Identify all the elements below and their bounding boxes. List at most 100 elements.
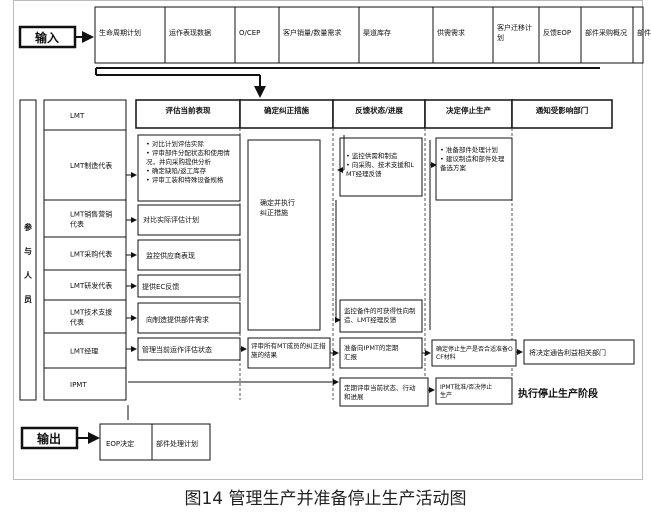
role-box: [43, 236, 127, 271]
participants-char: 参: [23, 222, 33, 232]
eval-support-box: [137, 302, 241, 334]
corrective-line: 确定并执行: [260, 198, 295, 207]
feedback-top-list: • 监控供需和制造• 向采购、技术支援和L MT经理反馈: [346, 151, 414, 178]
corrective-review-box: [247, 337, 331, 369]
decide-top-list: • 准备部件处理计划• 建议制造和部件处理 备选方案: [440, 145, 505, 172]
output-label: 输出: [37, 431, 61, 446]
roles-column: LMTLMT制造代表LMT销售营销代表LMT采购代表LMT研发代表LMT技术支援…: [43, 99, 127, 401]
role-label: IPMT: [70, 381, 87, 389]
stage-header-cell: [332, 99, 426, 129]
input-item: 反馈EOP: [543, 28, 571, 37]
eval-manufacturing-list: • 对比计划评估实际• 评审部件分配状态和使用情 况，并向采购提供分析• 确定缺…: [146, 139, 230, 184]
notify-box: [523, 339, 635, 365]
corrective-line: 纠正措施: [260, 208, 288, 217]
output-item-parts-plan: 部件处理计划: [156, 439, 198, 448]
eval-mfg-line: 况，并向采购提供分析: [146, 157, 212, 166]
feedback-top-line: MT经理反馈: [346, 169, 382, 178]
role-box: [43, 129, 127, 201]
eval-mfg-line: • 评审工装和特殊设备规格: [146, 175, 224, 184]
eval-purchase-text: 监控供应商表现: [146, 251, 195, 260]
role-label: LMT研发代表: [70, 281, 112, 290]
eval-sales-text: 对比实际评估计划: [143, 215, 199, 224]
participants-char: 员: [24, 295, 32, 304]
feedback-manager-line: 准备向IPMT的定期: [344, 343, 399, 352]
decide-manager-box: [431, 339, 517, 367]
feedback-mid-line: 监控备件的可获得性向制: [344, 306, 416, 315]
eval-mfg-line: • 对比计划评估实际: [146, 139, 204, 148]
decide-ipmt-line: 生产: [440, 391, 452, 399]
eval-mfg-line: • 确定缺陷/返工库存: [146, 166, 207, 175]
corrective-action-box: [247, 139, 321, 331]
input-item: O/CEP: [239, 29, 260, 37]
decide-ipmt-line: IPMT批准/否决停止: [440, 383, 492, 391]
feedback-top-line: • 监控供需和制造: [346, 151, 398, 160]
feedback-ipmt-line: 和进展: [344, 392, 364, 401]
eval-manufacturing-box: [137, 134, 241, 202]
role-label: LMT技术支援: [70, 308, 112, 317]
role-label: LMT制造代表: [70, 161, 112, 170]
participants-char: 人: [24, 270, 33, 280]
role-label: LMT采购代表: [70, 250, 112, 259]
notify-text: 将决定通告利益相关部门: [529, 348, 606, 357]
stage-label: 通知受影响部门: [536, 105, 589, 115]
output-item-eop: EOP决定: [106, 439, 134, 448]
role-label: LMT销售营销: [70, 210, 112, 219]
input-item: 客户迁移计: [497, 23, 532, 32]
eval-purchase-box: [137, 239, 241, 271]
role-box: [43, 367, 127, 401]
feedback-mid-box: [339, 299, 423, 333]
input-label: 输入: [35, 30, 59, 45]
stage-header: 评估当前表现 确定纠正措施 反馈状态/进展 决定停止生产 通知受影响部门: [135, 99, 613, 129]
input-item: 供需需求: [437, 28, 465, 37]
feedback-manager-line: 汇报: [344, 352, 358, 361]
eval-rd-box: [137, 274, 241, 298]
feedback-ipmt-line: 定期评审当前状态、行动: [344, 383, 416, 392]
role-label: 代表: [70, 220, 84, 229]
stage-label: 确定纠正措施: [264, 105, 309, 115]
input-item: 划: [497, 33, 504, 42]
feedback-top-line: • 向采购、技术支援和L: [346, 160, 414, 169]
role-box: [43, 99, 127, 131]
participants-char: 与: [24, 246, 32, 256]
eval-manager-text: 管理当前运作评估状态: [142, 345, 212, 354]
figure-caption: 图14 管理生产并准备停止生产活动图: [184, 489, 467, 509]
role-label: LMT经理: [70, 347, 98, 356]
role-label: 代表: [70, 318, 84, 327]
input-items-bar: [94, 6, 644, 64]
input-item: 生命周期计划: [99, 28, 141, 37]
input-item: 渠道库存: [363, 28, 391, 37]
stage-label: 评估当前表现: [166, 105, 211, 115]
role-box: [43, 199, 127, 238]
input-item: 客户销量/数量需求: [283, 28, 341, 37]
stage-header-cell: [135, 99, 241, 129]
participants-side-box: [19, 99, 37, 401]
decide-manager-line: CF材料: [436, 353, 456, 361]
eval-sales-box: [137, 204, 241, 236]
corrective-review-line: 施的结果: [251, 350, 278, 359]
role-box: [43, 332, 127, 369]
stage-label: 反馈状态/进展: [355, 105, 403, 115]
stage-label: 决定停止生产: [446, 105, 491, 115]
feedback-mid-line: 造、LMT经理反馈: [344, 315, 397, 324]
stage-header-cell: [511, 99, 613, 129]
input-item: 部件库存概况: [637, 28, 651, 37]
input-items: 生命周期计划 运作表现数据 O/CEP 客户销量/数量需求 渠道库存 供需需求 客户迁移计划…: [99, 7, 651, 63]
role-arrows: [126, 135, 523, 393]
decide-manager-line: 确定停止生产是否合适准备O: [436, 345, 513, 353]
decide-top-box: [435, 137, 513, 201]
corrective-review-line: 评审所有MT成员的纠正措: [251, 341, 326, 350]
feedback-ipmt-box: [339, 377, 429, 407]
input-item: 运作表现数据: [169, 28, 211, 37]
decide-top-line: 备选方案: [440, 163, 467, 172]
decide-top-line: • 建议制造和部件处理: [440, 154, 505, 163]
eval-mfg-line: • 评审部件分配状态和使用情: [146, 148, 230, 157]
